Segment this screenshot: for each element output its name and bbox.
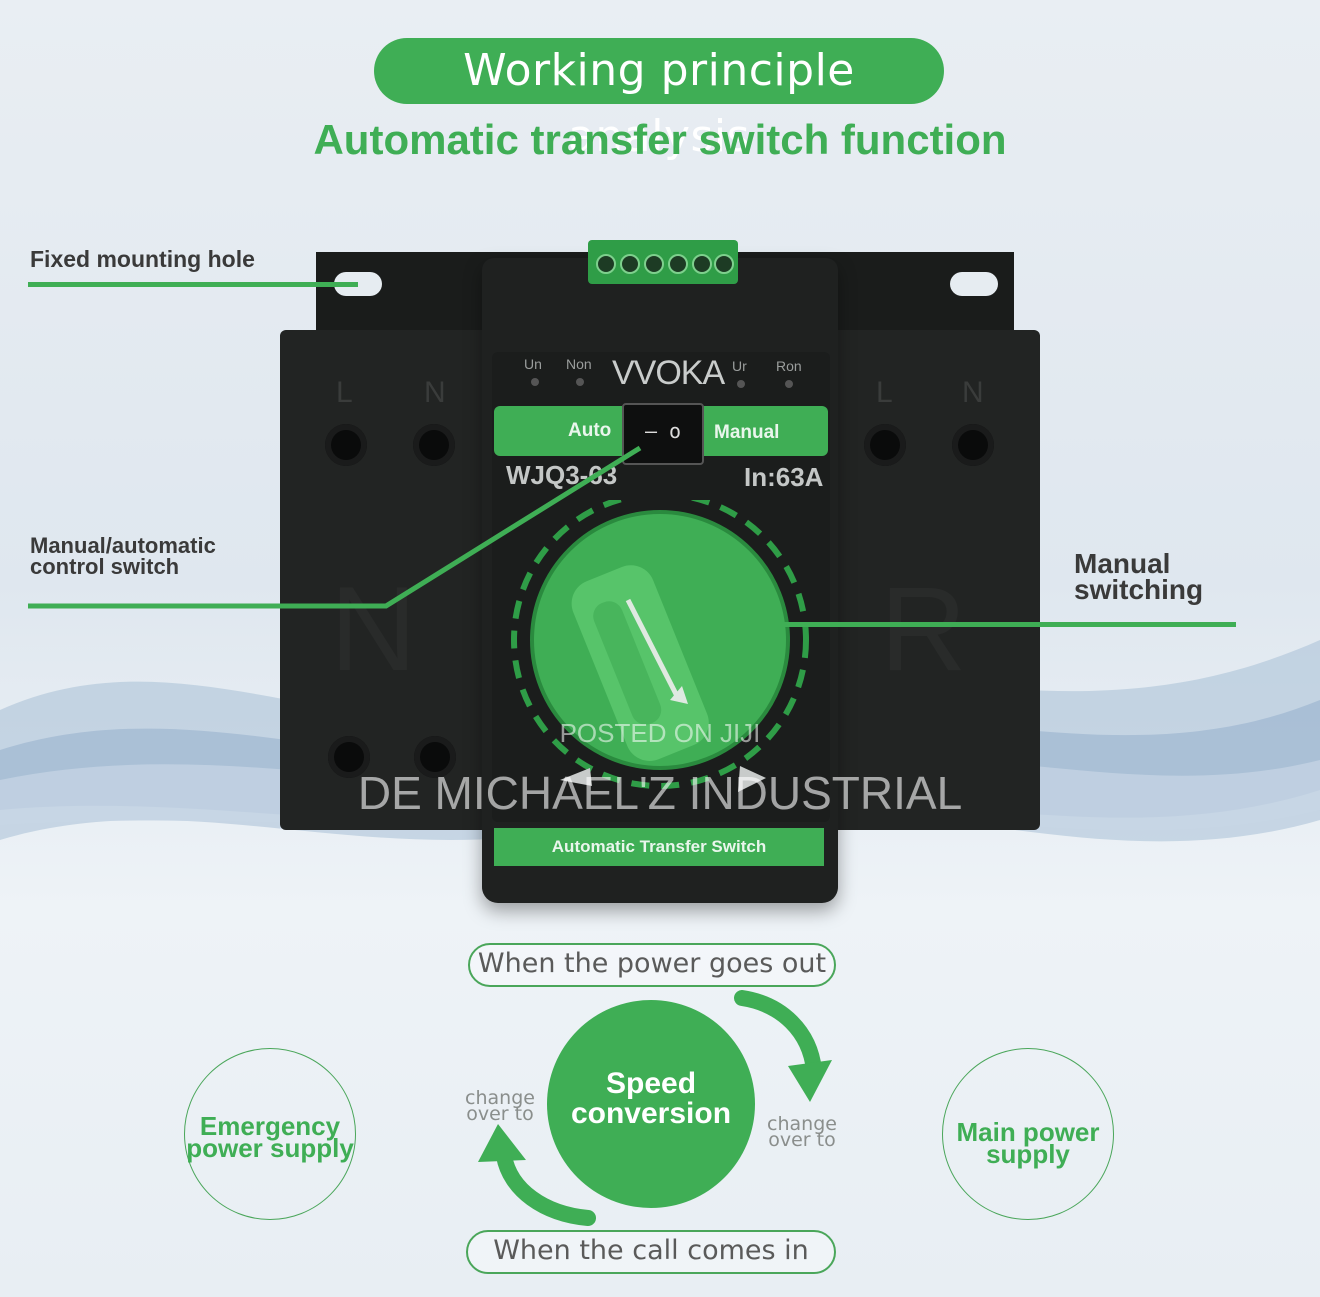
call-comes-in-pill: When the call comes in <box>466 1230 836 1274</box>
manual-band: Manual <box>700 406 828 456</box>
current-rating: In:63A <box>744 462 824 492</box>
control-terminal-block <box>588 240 738 284</box>
change-left-line2: over to <box>466 1103 534 1125</box>
callout-control-switch-line2: control switch <box>30 554 180 579</box>
callout-line-mounting <box>28 282 358 287</box>
led-ron <box>785 380 793 388</box>
emergency-line1: Emergency <box>199 1111 341 1141</box>
speed-line1: Speed <box>605 1067 697 1100</box>
change-right-line2: over to <box>768 1129 836 1151</box>
terminal-hole <box>413 424 455 466</box>
right-switch-module <box>818 330 1040 830</box>
footer-band: Automatic Transfer Switch <box>494 828 824 866</box>
arrow-left-up-icon <box>478 1124 596 1226</box>
indicator-un: Un <box>524 356 542 372</box>
left-module-mark: N <box>330 562 417 696</box>
main-line2: supply <box>986 1139 1070 1169</box>
left-terminal-n: N <box>424 376 446 409</box>
title-pill: Working principle analysis <box>374 38 944 162</box>
watermark-seller: DE MICHAEL'Z INDUSTRIAL <box>357 767 963 819</box>
indicator-ur: Ur <box>732 358 747 374</box>
indicator-ron: Ron <box>776 358 802 374</box>
terminal-screw <box>692 254 712 274</box>
callout-control-switch-line1: Manual/automatic <box>30 533 216 558</box>
terminal-hole <box>328 736 370 778</box>
brand-logo: VVOKA <box>612 354 725 392</box>
emergency-line2: power supply <box>186 1133 354 1163</box>
main-line1: Main power <box>956 1117 1100 1147</box>
terminal-screw <box>596 254 616 274</box>
power-out-pill: When the power goes out <box>468 943 836 987</box>
led-un <box>531 378 539 386</box>
terminal-hole <box>325 424 367 466</box>
terminal-hole <box>864 424 906 466</box>
terminal-screw <box>714 254 734 274</box>
rotary-knob[interactable] <box>500 500 822 810</box>
terminal-hole <box>414 736 456 778</box>
callout-line-control-switch <box>28 445 642 609</box>
terminal-hole <box>952 424 994 466</box>
right-terminal-n: N <box>962 376 984 409</box>
callout-line-manual <box>726 622 1236 627</box>
emergency-supply-circle <box>184 1048 356 1220</box>
callout-manual-switching-line2: switching <box>1074 574 1204 605</box>
terminal-screw <box>620 254 640 274</box>
arrow-right-down-icon <box>734 990 832 1102</box>
led-non <box>576 378 584 386</box>
auto-manual-rocker-switch[interactable]: – o <box>622 403 704 465</box>
left-terminal-l: L <box>336 376 353 409</box>
left-switch-module <box>280 330 502 830</box>
terminal-screw <box>644 254 664 274</box>
right-module-mark: R <box>880 562 967 696</box>
rocker-glyph: – o <box>644 419 682 443</box>
watermark-posted: POSTED ON JIJI <box>559 718 761 748</box>
led-ur <box>737 380 745 388</box>
main-supply-circle <box>942 1048 1114 1220</box>
callout-mounting-hole: Fixed mounting hole <box>30 246 255 272</box>
terminal-screw <box>668 254 688 274</box>
indicator-non: Non <box>566 356 592 372</box>
speed-conversion-circle <box>547 1000 755 1208</box>
page-subtitle: Automatic transfer switch function <box>313 116 1007 163</box>
speed-line2: conversion <box>570 1097 732 1130</box>
right-terminal-l: L <box>876 376 893 409</box>
callout-manual-switching-line1: Manual <box>1074 548 1171 579</box>
manual-label: Manual <box>714 422 780 443</box>
change-right-line1: change <box>767 1113 837 1135</box>
auto-label: Auto <box>568 420 612 441</box>
change-left-line1: change <box>465 1087 535 1109</box>
mounting-hole-right <box>950 272 998 296</box>
auto-band: Auto <box>494 406 622 456</box>
